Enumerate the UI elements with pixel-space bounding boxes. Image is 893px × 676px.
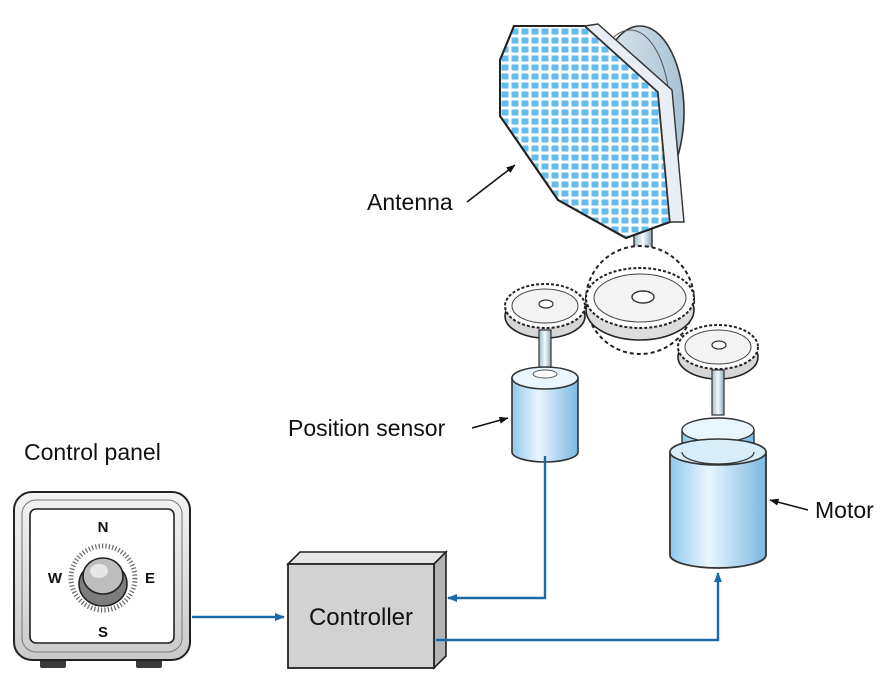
- dial-east-label: E: [145, 570, 155, 587]
- position-sensor-leader: [471, 416, 509, 429]
- sensor-to-controller-arrow: [447, 456, 547, 602]
- control-panel-label: Control panel: [24, 439, 161, 465]
- antenna-leader: [466, 164, 516, 203]
- controller-label: Controller: [309, 604, 413, 631]
- motor-shaft: [711, 369, 725, 416]
- motor-gear: [677, 324, 759, 380]
- dial-tick-ring: [68, 543, 138, 613]
- position-sensor-label: Position sensor: [288, 415, 446, 441]
- signal-lines: [192, 456, 722, 642]
- leader-lines: [466, 164, 809, 511]
- controller-to-motor-arrow: [436, 572, 722, 642]
- controller: [286, 550, 448, 670]
- motor-label: Motor: [815, 497, 874, 523]
- dial-west-label: W: [48, 570, 63, 587]
- main-gear: [585, 245, 695, 355]
- controller-box: [287, 563, 435, 669]
- control-panel: N S W E: [13, 491, 191, 668]
- motor: [669, 369, 767, 569]
- motor-leader: [769, 498, 809, 511]
- position-sensor: [511, 329, 579, 463]
- sensor-shaft: [538, 329, 552, 371]
- dial-north-label: N: [98, 519, 109, 536]
- antenna-label: Antenna: [367, 189, 453, 215]
- antenna: [499, 23, 685, 299]
- sensor-gear: [504, 283, 586, 339]
- dial-south-label: S: [98, 624, 108, 641]
